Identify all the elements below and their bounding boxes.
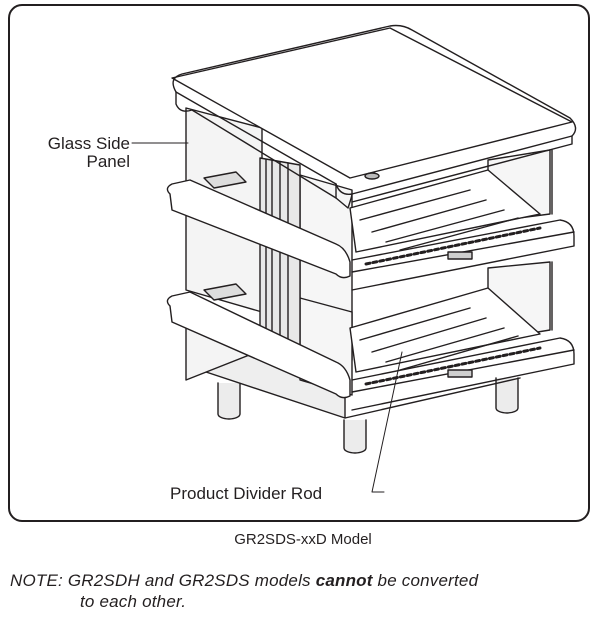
- note-suffix: be converted: [372, 571, 479, 590]
- note-text: NOTE: GR2SDH and GR2SDS models cannot be…: [10, 570, 600, 612]
- glass-side-panel-label: Glass Side Panel: [22, 135, 130, 171]
- note-prefix: NOTE: GR2SDH and GR2SDS models: [10, 571, 316, 590]
- legs: [217, 377, 519, 454]
- center-divider-column: [259, 157, 301, 353]
- note-line2: to each other.: [80, 592, 187, 611]
- diagram-frame: [8, 4, 590, 522]
- lower-shelf: [166, 283, 575, 411]
- note-emphasis: cannot: [315, 571, 373, 590]
- top-shelf: [171, 24, 577, 209]
- figure-caption: GR2SDS-xxD Model: [234, 531, 372, 548]
- glass-side-panel-label-line2: Panel: [86, 152, 130, 171]
- leader-lines: [131, 142, 403, 493]
- middle-shelf: [166, 169, 575, 291]
- glass-side-panel-label-line1: Glass Side: [47, 134, 130, 153]
- product-divider-rod-label: Product Divider Rod: [170, 484, 323, 503]
